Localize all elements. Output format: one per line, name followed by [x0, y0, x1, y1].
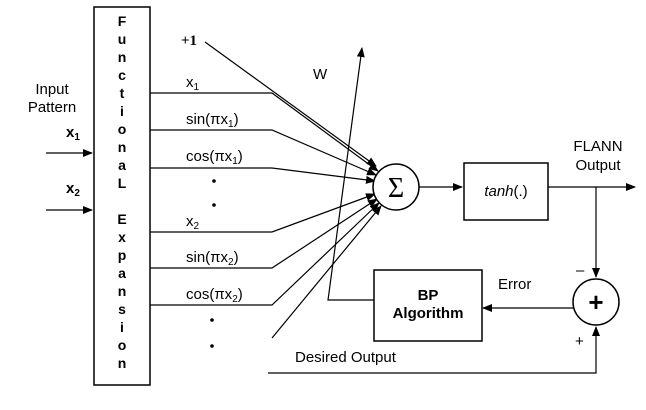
expansion-letter: F [118, 13, 127, 29]
x1-input-label: x1 [66, 124, 80, 143]
expansion-letter: L [118, 175, 127, 191]
adder-node [572, 278, 620, 326]
expansion-letter: t [120, 85, 125, 101]
sum-symbol: Σ [388, 173, 404, 204]
weight-update-line [327, 47, 374, 301]
minus-sign: – [576, 262, 585, 279]
term-sin-x2: sin(πx2) [186, 249, 239, 268]
expansion-letter: p [118, 247, 127, 263]
tanh-box [463, 162, 549, 221]
input-label-line1: Input [35, 81, 69, 98]
plus-sign: + [575, 333, 584, 350]
functional-expansion-box [93, 6, 151, 386]
term-x2: x2 [186, 213, 200, 232]
desired-output-line [268, 326, 600, 374]
wire-sin-x2 [150, 198, 378, 269]
error-label: Error [498, 276, 531, 293]
term-cos-x1: cos(πx1) [186, 148, 243, 167]
bp-label-line2: Algorithm [393, 305, 464, 322]
input-label-line2: Pattern [28, 99, 76, 116]
wire-extra [271, 205, 382, 339]
dot-2 [212, 203, 216, 207]
expansion-letter: i [120, 103, 124, 119]
bias-line [204, 41, 377, 167]
tanh-label: tanh(.) [484, 183, 527, 200]
expansion-letter: a [118, 157, 126, 173]
term-sin-x1: sin(πx1) [186, 111, 239, 130]
output-label-line2: Output [575, 157, 621, 174]
expansion-letter: a [118, 265, 126, 281]
expansion-letter: i [120, 319, 124, 335]
dot-3 [210, 318, 214, 322]
bias-label: +1 [181, 33, 197, 49]
adder-symbol: + [588, 287, 603, 317]
expansion-letter: s [118, 301, 126, 317]
output-label-line1: FLANN [573, 138, 622, 155]
expansion-letter: n [118, 49, 127, 65]
term-x1: x1 [186, 74, 200, 93]
expansion-wires [150, 92, 382, 339]
expansion-letter: n [118, 139, 127, 155]
expansion-letter: x [118, 229, 126, 245]
desired-output-label: Desired Output [295, 349, 397, 366]
wire-x1 [150, 92, 379, 172]
dot-4 [210, 344, 214, 348]
weight-label: W [313, 66, 328, 83]
dot-1 [212, 179, 216, 183]
wire-cos-x1 [150, 167, 376, 184]
expansion-letter: E [117, 211, 126, 227]
expansion-letter: c [118, 67, 126, 83]
expansion-letter: o [118, 337, 127, 353]
bp-algorithm-box [373, 269, 483, 342]
expansion-letter: n [118, 355, 127, 371]
wire-sin-x1 [150, 129, 377, 176]
wire-cos-x2 [150, 202, 380, 306]
x2-input-label: x2 [66, 180, 80, 199]
bp-label-line1: BP [418, 287, 439, 304]
expansion-letter: u [118, 31, 127, 47]
expansion-letter: o [118, 121, 127, 137]
term-cos-x2: cos(πx2) [186, 286, 243, 305]
expansion-letter: n [118, 283, 127, 299]
